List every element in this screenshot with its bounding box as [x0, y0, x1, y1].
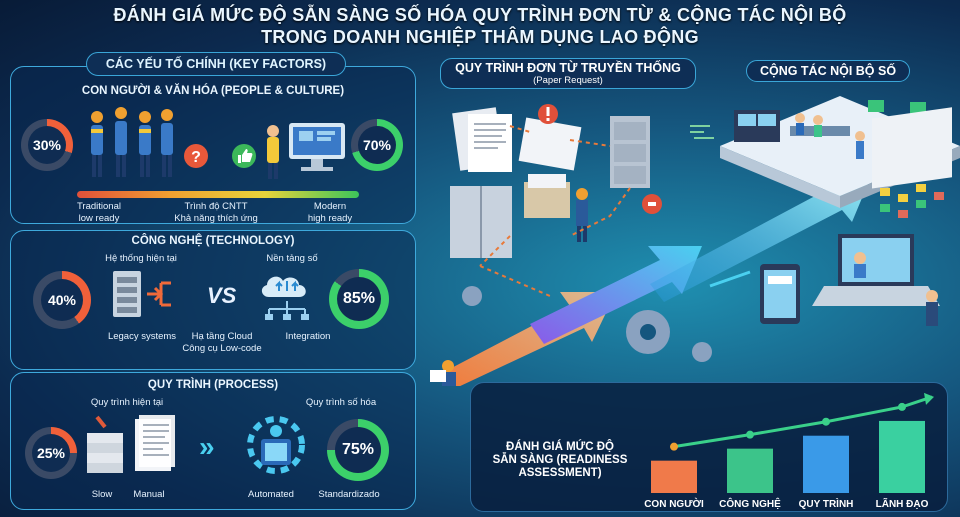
gears-icon: [462, 286, 712, 362]
technology-low-value: 40%: [41, 279, 83, 321]
process-current-label: Quy trình hiện tại: [90, 397, 164, 408]
bar-3: [803, 435, 849, 493]
trend-point-2: [746, 430, 754, 439]
warning-document-icon: [518, 104, 582, 171]
thumbs-up-icon: [232, 144, 256, 168]
svg-text:?: ?: [191, 149, 201, 166]
vs-label: VS: [207, 283, 237, 308]
scale-left-label: Traditional low ready: [76, 201, 121, 224]
category-label-3: QUY TRÌNH: [799, 497, 854, 510]
category-label-2: CÔNG NGHỆ: [719, 497, 781, 510]
category-label-4: LÃNH ĐẠO: [876, 497, 929, 510]
tech-current-label: Hệ thống hiện tại: [105, 253, 177, 264]
technology-title: CÔNG NGHỆ (TECHNOLOGY): [131, 235, 295, 247]
chevrons-icon: »: [199, 431, 215, 462]
people-high-value: 70%: [358, 126, 396, 164]
bar-1: [651, 460, 697, 493]
page-title: ĐÁNH GIÁ MỨC ĐỘ SẴN SÀNG SỐ HÓA QUY TRÌN…: [0, 4, 960, 48]
stamp-icon: [642, 194, 662, 214]
category-label-1: CON NGƯỜI: [644, 497, 704, 510]
technology-panel: CÔNG NGHỆ (TECHNOLOGY) 40% Hệ thống hiện…: [10, 230, 416, 370]
readiness-chart: CON NGƯỜI CÔNG NGHỆ QUY TRÌNH LÃNH ĐẠO: [644, 392, 934, 510]
readiness-gradient-bar: [77, 191, 359, 198]
process-digital-label: Quy trình số hóa: [305, 397, 377, 408]
workers-icon: [91, 107, 173, 177]
title-line-1: ĐÁNH GIÁ MỨC ĐỘ SẴN SÀNG SỐ HÓA QUY TRÌN…: [113, 5, 847, 25]
automated-label: Automated: [248, 489, 294, 500]
people-low-value: 30%: [28, 126, 66, 164]
bar-2: [727, 448, 773, 493]
paper-box-icon: [524, 174, 570, 218]
laptop-video-call-icon: [760, 234, 940, 326]
question-bubble-icon: ?: [184, 144, 208, 168]
process-title: QUY TRÌNH (PROCESS): [147, 379, 279, 391]
kanban-board-icon: [872, 107, 952, 218]
traditional-process-title: QUY TRÌNH ĐƠN TỪ TRUYỀN THỐNG (Paper Req…: [440, 58, 696, 89]
paper-documents-icon: [452, 107, 512, 172]
people-low-donut: 30%: [21, 119, 73, 171]
automation-gear-icon: [247, 416, 305, 474]
people-culture-title: CON NGƯỜI & VĂN HÓA (PEOPLE & CULTURE): [81, 85, 345, 97]
worker-icon: [576, 188, 588, 242]
digital-collab-title: CỘNG TÁC NỘI BỘ SỐ: [746, 60, 910, 82]
process-low-donut: 25%: [25, 427, 77, 479]
standardized-label: Standardizado: [318, 489, 380, 500]
computer-worker-icon: [267, 123, 345, 179]
bar-4: [879, 420, 925, 493]
trend-arrowhead: [924, 392, 934, 405]
trend-point-4: [898, 402, 906, 411]
technology-high-donut: 85%: [329, 269, 389, 329]
assessment-title: ĐÁNH GIÁ MỨC ĐỘ SẴN SÀNG (READINESS ASSE…: [492, 441, 628, 479]
technology-high-value: 85%: [337, 277, 381, 321]
key-factors-section: CON NGƯỜI & VĂN HÓA (PEOPLE & CULTURE) 3…: [8, 52, 418, 512]
technology-low-donut: 40%: [33, 271, 91, 329]
cloud-integration-icon: [261, 276, 309, 320]
process-low-value: 25%: [32, 434, 70, 472]
filing-cabinet-icon: [610, 116, 650, 188]
traditional-subtitle: (Paper Request): [533, 75, 603, 86]
scale-right-label: Modern high ready: [307, 201, 353, 224]
trend-point-1: [670, 442, 678, 451]
slow-label: Slow: [91, 489, 113, 500]
process-high-donut: 75%: [327, 419, 389, 481]
process-panel: QUY TRÌNH (PROCESS) Quy trình hiện tại Q…: [10, 372, 416, 510]
people-culture-panel: CON NGƯỜI & VĂN HÓA (PEOPLE & CULTURE) 3…: [10, 66, 416, 224]
tech-digital-label: Nền tảng số: [266, 253, 318, 264]
process-illustration: [430, 96, 960, 386]
process-high-value: 75%: [335, 427, 381, 473]
manual-label: Manual: [133, 489, 165, 500]
worker-with-papers-icon: [430, 360, 456, 386]
progress-arrow-cyan: [650, 174, 872, 302]
legacy-label: Legacy systems: [107, 331, 177, 342]
title-line-2: TRONG DOANH NGHIỆP THÂM DỤNG LAO ĐỘNG: [261, 27, 699, 47]
trend-point-3: [822, 417, 830, 426]
cloud-label: Hạ tầng Cloud Công cụ Low-code: [182, 331, 262, 354]
storage-cabinet-icon: [450, 186, 512, 258]
scale-mid-label: Trình độ CNTT Khả năng thích ứng: [174, 201, 258, 224]
readiness-assessment-panel: ĐÁNH GIÁ MỨC ĐỘ SẴN SÀNG (READINESS ASSE…: [470, 382, 948, 512]
traditional-title-text: QUY TRÌNH ĐƠN TỪ TRUYỀN THỐNG: [455, 61, 681, 75]
progress-arrow-purple: [530, 246, 702, 344]
legacy-server-icon: [113, 271, 171, 317]
key-factors-heading: CÁC YẾU TỐ CHÍNH (KEY FACTORS): [86, 52, 346, 76]
people-high-donut: 70%: [351, 119, 403, 171]
paper-stack-icon: [87, 415, 175, 473]
integration-label: Integration: [285, 331, 331, 342]
